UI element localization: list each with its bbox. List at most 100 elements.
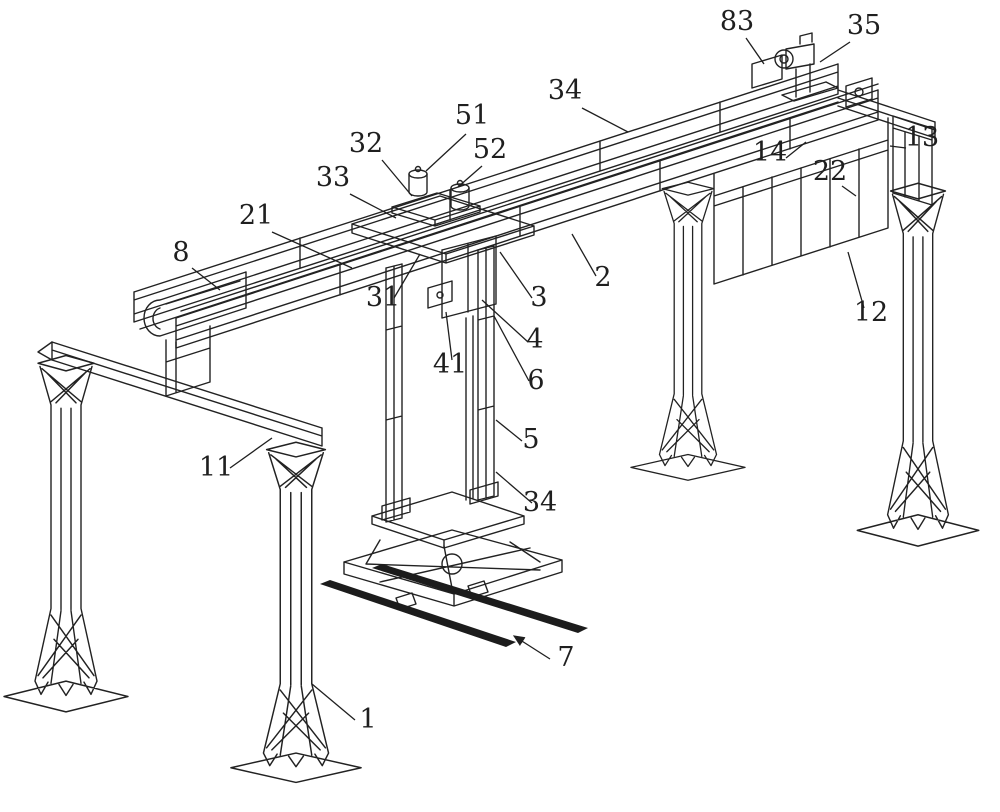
leader-line [745, 37, 765, 65]
label-text: 22 [813, 156, 847, 187]
label-text: 6 [527, 365, 544, 396]
label-22: 22 [813, 156, 857, 197]
leader-line [445, 311, 453, 361]
left-crossbeam [37, 341, 323, 447]
label-8: 8 [172, 237, 221, 291]
locator-cylinders [408, 173, 470, 211]
leader-line [571, 233, 597, 277]
label-34-upper: 34 [548, 75, 629, 133]
label-text: 12 [854, 297, 888, 328]
bridge-rear-beam [133, 63, 839, 323]
label-32: 32 [349, 128, 413, 197]
label-14: 14 [753, 137, 807, 168]
leader-line [425, 133, 467, 172]
label-text: 32 [349, 128, 383, 159]
leader-line [889, 145, 907, 149]
label-text: 3 [530, 282, 547, 313]
label-text: 1 [359, 704, 376, 735]
label-text: 7 [557, 642, 574, 673]
motor-shaft-circle [779, 54, 789, 64]
reference-labels: 83 35 34 51 52 32 33 13 [172, 6, 939, 735]
leader-line [785, 141, 807, 159]
label-5: 5 [495, 419, 540, 455]
leader-line [229, 437, 273, 469]
label-52: 52 [457, 134, 507, 188]
label-4: 4 [481, 299, 544, 355]
label-11: 11 [199, 437, 273, 483]
rear-left-leg [3, 354, 129, 713]
label-text: 31 [366, 282, 400, 313]
leader-line [841, 185, 857, 197]
lift-screws [465, 315, 474, 501]
label-text: 11 [199, 452, 233, 483]
right-crossbeam [837, 89, 936, 139]
label-text: 4 [526, 324, 543, 355]
carriage-base-plate [351, 195, 535, 264]
label-text: 2 [594, 262, 611, 293]
leader-line [271, 231, 353, 269]
left-pedestal [165, 325, 211, 397]
label-35: 35 [819, 10, 881, 63]
label-7: 7 [512, 635, 575, 673]
label-text: 14 [753, 137, 787, 168]
front-right-leg [630, 181, 746, 481]
label-text: 51 [455, 100, 489, 131]
leader-line [349, 193, 397, 219]
leader-line [493, 315, 530, 382]
pulley-circle [854, 87, 864, 97]
label-21: 21 [239, 200, 353, 269]
platform-truss [343, 529, 563, 607]
leader-line [499, 251, 533, 299]
drive-machinery [751, 32, 873, 108]
motor-end-circle [774, 49, 794, 69]
cylinder-knob-left [414, 165, 422, 173]
label-1: 1 [311, 683, 377, 735]
ground-rails [320, 564, 588, 647]
mast-feet [381, 481, 499, 521]
label-text: 83 [720, 6, 754, 37]
label-3: 3 [499, 251, 548, 313]
leader-line [819, 41, 851, 63]
label-text: 52 [473, 134, 507, 165]
label-33: 33 [316, 162, 397, 219]
rack-frame [713, 117, 889, 285]
front-left-leg [230, 441, 362, 784]
mast-columns [385, 245, 495, 523]
platform-pivot-circle [441, 553, 463, 575]
label-text: 21 [239, 200, 273, 231]
label-text: 34 [523, 487, 557, 518]
cylinder-top-right [450, 183, 470, 193]
label-text: 13 [905, 122, 939, 153]
label-41: 41 [433, 311, 467, 380]
label-text: 35 [847, 10, 881, 41]
carriage-upper-plate [391, 192, 481, 227]
leader-line [495, 471, 533, 504]
leader-line [495, 419, 523, 442]
ground-rail-front [320, 580, 516, 647]
label-83: 83 [720, 6, 765, 65]
leader-line [481, 299, 529, 343]
left-end-block [143, 271, 247, 337]
leader-line [847, 251, 865, 309]
cylinder-top-left [408, 169, 428, 179]
structure-lines [3, 32, 980, 784]
label-31: 31 [366, 253, 421, 313]
leader-line [393, 253, 421, 299]
leader-arrow [512, 635, 551, 660]
label-6: 6 [493, 315, 545, 396]
label-text: 5 [522, 424, 539, 455]
leader-line [581, 107, 629, 133]
leader-line [191, 267, 221, 291]
rear-right-leg [856, 182, 980, 547]
guide-rail-lines [139, 83, 879, 330]
label-2: 2 [571, 233, 612, 293]
label-text: 41 [433, 349, 467, 380]
label-12: 12 [847, 251, 888, 328]
slide-bracket [427, 280, 453, 309]
label-51: 51 [425, 100, 489, 172]
leader-line [311, 683, 356, 721]
label-text: 8 [172, 237, 189, 268]
label-34-lower: 34 [495, 471, 557, 518]
label-text: 34 [548, 75, 582, 106]
